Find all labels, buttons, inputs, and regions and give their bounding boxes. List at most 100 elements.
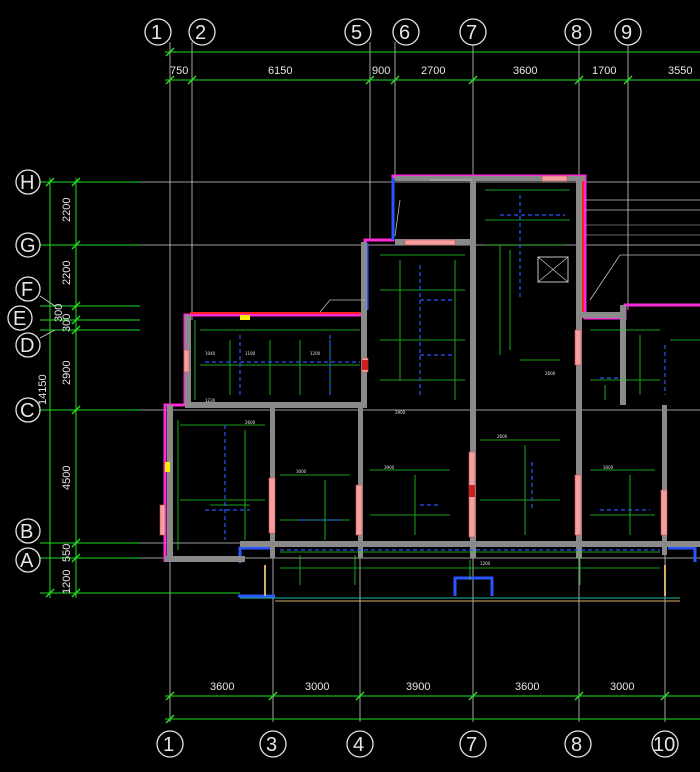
axis-label-top-6: 6 (399, 22, 410, 44)
axis-grid (40, 42, 700, 722)
axis-label-top-7: 7 (466, 22, 477, 44)
axis-bubble-bottom-8 (564, 730, 592, 758)
axis-bubble-top-1 (144, 18, 172, 46)
tiny-annotations: 1040 1190 1200 1230 2900 2600 2600 2600 … (205, 351, 614, 566)
window (159, 504, 166, 536)
axis-label-bottom-8: 8 (571, 734, 582, 756)
axis-label-D: D (20, 335, 34, 357)
dim-left-8: 1200 (61, 570, 73, 594)
axis-bubble-C (15, 397, 41, 423)
dim-left-total: 14150 (37, 374, 49, 405)
dim-top-3: 900 (372, 65, 390, 77)
axis-label-top-5: 5 (351, 22, 362, 44)
axis-bubble-top-8 (564, 18, 592, 46)
dim-bottom-1: 3600 (210, 681, 234, 693)
axis-bubble-bottom-3 (259, 730, 287, 758)
dim-top-5: 3600 (513, 65, 537, 77)
svg-text:2600: 2600 (545, 371, 556, 376)
svg-text:3000: 3000 (296, 469, 307, 474)
svg-text:2900: 2900 (395, 410, 406, 415)
window (541, 175, 568, 182)
axis-bubble-H (15, 169, 41, 195)
axis-bubble-top-5 (344, 18, 372, 46)
axis-bubble-top-9 (614, 18, 642, 46)
dim-left-2: 2200 (61, 261, 73, 285)
dim-bottom-5: 3000 (610, 681, 634, 693)
bottom-axis-bubbles: 1 3 4 7 8 10 (156, 730, 679, 758)
svg-text:3900: 3900 (384, 465, 395, 470)
dim-left-6: 4500 (61, 466, 73, 490)
axis-bubble-B (15, 518, 41, 544)
bottom-dimension-chain: 3600 3000 3900 3600 3000 (165, 681, 700, 724)
axis-label-bottom-7: 7 (466, 734, 477, 756)
axis-bubble-top-2 (188, 18, 216, 46)
axis-label-B: B (20, 521, 33, 543)
axis-bubble-top-6 (392, 18, 420, 46)
axis-bubble-G (15, 232, 41, 258)
left-axis-bubbles: H G F E D C B A (7, 169, 56, 573)
dim-top-2: 6150 (268, 65, 292, 77)
svg-text:1200: 1200 (480, 561, 491, 566)
top-dimension-chain: 750 6150 900 2700 3600 1700 3550 (165, 47, 700, 85)
dim-left-5: 2900 (61, 361, 73, 385)
axis-bubble-F (15, 276, 41, 302)
axis-label-top-9: 9 (621, 22, 632, 44)
window (574, 329, 582, 366)
dim-bottom-4: 3600 (515, 681, 539, 693)
axis-label-bottom-4: 4 (353, 734, 364, 756)
marker (469, 485, 475, 497)
axis-label-H: H (20, 172, 34, 194)
top-axis-bubbles: 1 2 5 6 7 8 9 (144, 18, 642, 46)
axis-label-bottom-3: 3 (266, 734, 277, 756)
axis-label-G: G (20, 235, 36, 257)
axis-label-bottom-1: 1 (163, 734, 174, 756)
axis-label-bottom-10: 10 (653, 734, 675, 756)
building-walls (159, 174, 700, 602)
dim-bottom-3: 3900 (406, 681, 430, 693)
svg-text:1230: 1230 (205, 398, 216, 403)
axis-bubble-A (15, 547, 41, 573)
window (574, 474, 582, 536)
axis-label-E: E (13, 308, 26, 330)
axis-bubble-bottom-1 (156, 730, 184, 758)
left-dimension-chain: 2200 2200 300 300 2900 4500 550 1200 141… (37, 177, 240, 598)
axis-label-top-2: 2 (195, 22, 206, 44)
dim-bottom-2: 3000 (305, 681, 329, 693)
marker (362, 360, 368, 370)
svg-text:3000: 3000 (603, 465, 614, 470)
axis-label-F: F (21, 279, 33, 301)
dim-top-4: 2700 (421, 65, 445, 77)
window (268, 477, 276, 534)
axis-bubble-bottom-4 (346, 730, 374, 758)
axis-bubble-D (15, 332, 41, 358)
window (660, 489, 668, 536)
dim-left-1: 2200 (61, 198, 73, 222)
detail-linework (177, 179, 700, 585)
marker (240, 315, 250, 320)
svg-text:1040: 1040 (205, 351, 216, 356)
dim-top-1: 750 (170, 65, 188, 77)
axis-bubble-top-7 (459, 18, 487, 46)
dim-left-4: 300 (61, 314, 73, 332)
dim-top-7: 3550 (668, 65, 692, 77)
window (183, 349, 190, 373)
axis-label-top-8: 8 (571, 22, 582, 44)
dim-left-3: 300 (53, 304, 65, 322)
marker (165, 462, 170, 472)
dim-top-6: 1700 (592, 65, 616, 77)
elevator-shaft (537, 256, 569, 283)
axis-bubble-E (7, 305, 33, 331)
window (355, 484, 363, 536)
window (404, 239, 456, 246)
svg-text:2600: 2600 (245, 420, 256, 425)
axis-bubble-bottom-10 (651, 730, 679, 758)
svg-text:1200: 1200 (310, 351, 321, 356)
axis-bubble-bottom-7 (459, 730, 487, 758)
svg-text:2600: 2600 (497, 434, 508, 439)
axis-label-C: C (20, 400, 34, 422)
axis-label-top-1: 1 (151, 22, 162, 44)
svg-text:1190: 1190 (245, 351, 256, 356)
axis-label-A: A (20, 550, 34, 572)
